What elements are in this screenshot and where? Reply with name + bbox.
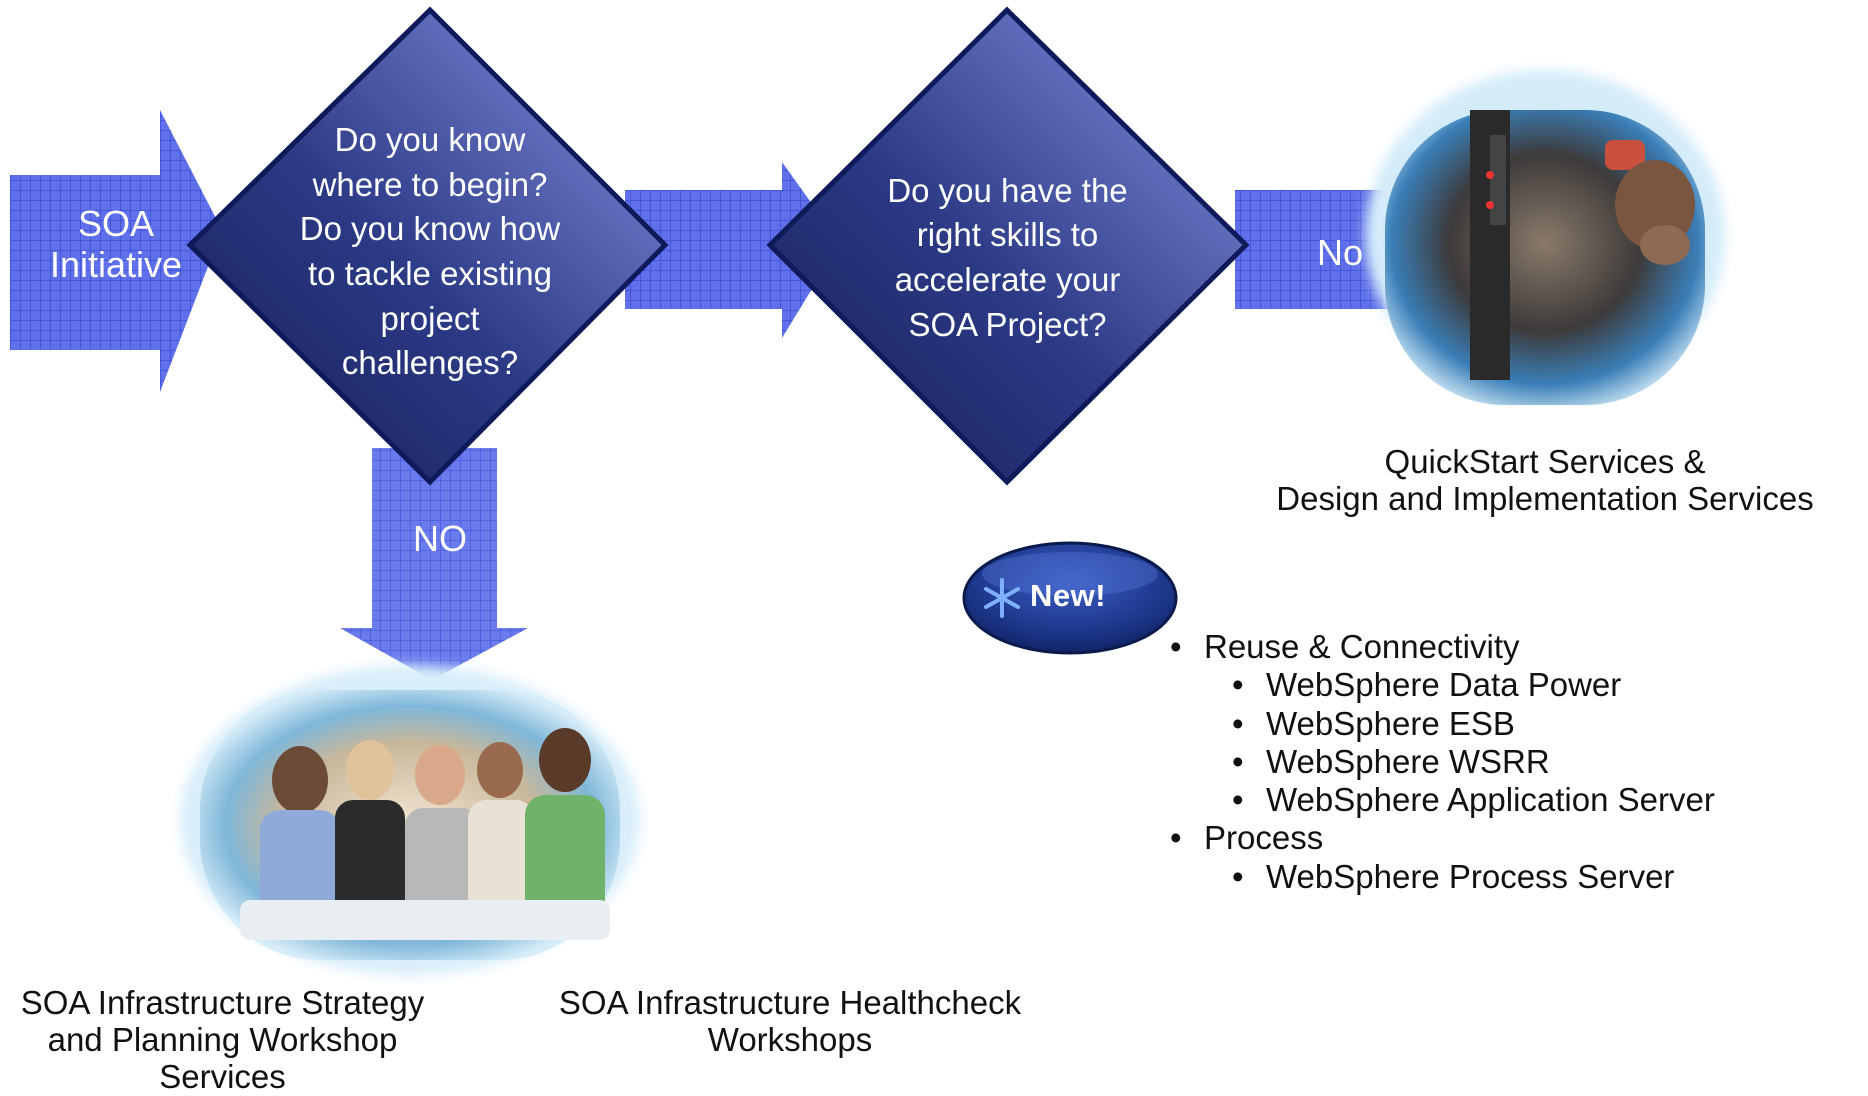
no-down-label: NO — [413, 518, 467, 559]
offering-item: WebSphere Process Server — [1166, 858, 1856, 897]
offerings-list: Reuse & ConnectivityWebSphere Data Power… — [1166, 628, 1856, 896]
new-badge — [962, 541, 1178, 655]
offering-item: WebSphere Application Server — [1166, 781, 1856, 820]
no-down-arrow — [340, 448, 528, 680]
no-right-label: No — [1316, 232, 1364, 273]
quickstart-caption: QuickStart Services & Design and Impleme… — [1276, 443, 1814, 517]
people-meeting-photo — [180, 665, 640, 975]
decision-diamond-2 — [766, 6, 1250, 486]
start-arrow-label: SOA Initiative — [49, 203, 183, 286]
offering-item: WebSphere WSRR — [1166, 743, 1856, 782]
middle-arrow — [625, 162, 840, 338]
offering-item: Reuse & Connectivity — [1166, 628, 1856, 667]
offering-item: WebSphere Data Power — [1166, 666, 1856, 705]
asterisk-icon — [984, 578, 1020, 618]
new-badge-label: New! — [1030, 578, 1107, 613]
offering-item: Process — [1166, 819, 1856, 858]
decision-2-text: Do you have the right skills to accelera… — [887, 171, 1128, 343]
decision-diamond-1 — [186, 6, 669, 486]
decision-1-text: Do you know where to begin? Do you know … — [299, 121, 561, 382]
start-arrow — [10, 110, 222, 392]
treadmill-runner-photo — [1365, 70, 1725, 405]
strategy-caption: SOA Infrastructure Strategy and Planning… — [20, 984, 425, 1095]
offering-item: WebSphere ESB — [1166, 705, 1856, 744]
healthcheck-caption: SOA Infrastructure Healthcheck Workshops — [558, 984, 1022, 1058]
